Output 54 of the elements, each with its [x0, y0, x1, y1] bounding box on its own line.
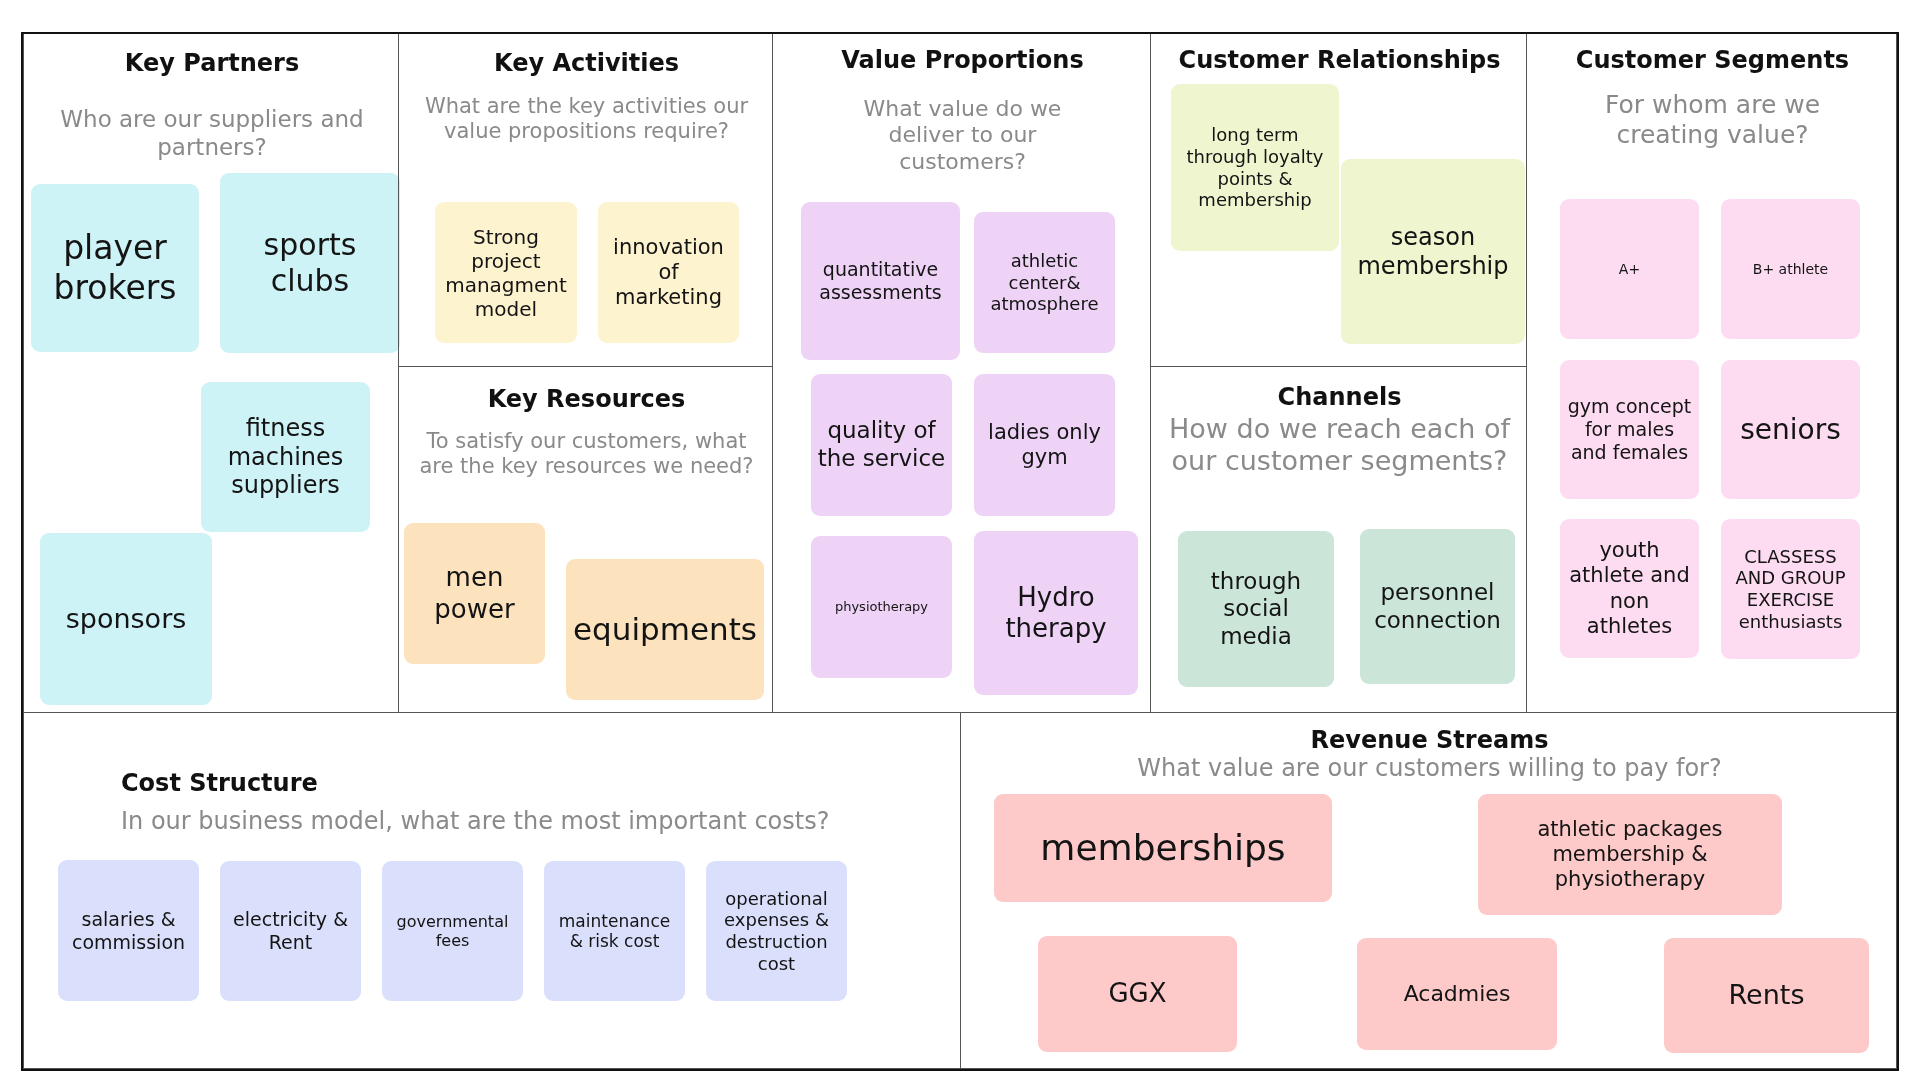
sticky-note: maintenance & risk cost [544, 861, 685, 1001]
sticky-note: operational expenses & destruction cost [706, 861, 847, 1001]
section-heading: Customer Relationships [1177, 46, 1502, 74]
sticky-note: innovation of marketing [598, 202, 739, 343]
sticky-note: memberships [994, 794, 1332, 902]
sticky-note: B+ athlete [1721, 199, 1860, 339]
sticky-note: ladies only gym [974, 374, 1115, 516]
sticky-note: sponsors [40, 533, 212, 705]
sticky-note: personnel connection [1360, 529, 1515, 684]
section-heading: Cost Structure [121, 769, 318, 797]
section-heading: Value Proportions [840, 46, 1085, 74]
sticky-note: men power [404, 523, 545, 664]
sticky-note: Rents [1664, 938, 1869, 1053]
sticky-note: physiotherapy [811, 536, 952, 678]
sticky-note: athletic center& atmosphere [974, 212, 1115, 353]
sticky-note: athletic packages membership & physiotherapy [1478, 794, 1782, 915]
section-heading: Revenue Streams [1309, 726, 1550, 754]
canvas-section [960, 712, 1897, 1069]
sticky-note: electricity & Rent [220, 861, 361, 1001]
sticky-note: A+ [1560, 199, 1699, 339]
sticky-note: season membership [1341, 159, 1525, 344]
sticky-note: CLASSESS AND GROUP EXERCISE enthusiasts [1721, 519, 1860, 659]
section-question: Who are our suppliers and partners? [59, 106, 365, 162]
sticky-note: quality of the service [811, 374, 952, 516]
sticky-note: GGX [1038, 936, 1237, 1052]
canvas-section [23, 33, 399, 713]
sticky-note: player brokers [31, 184, 199, 352]
sticky-note: governmental fees [382, 861, 523, 1001]
section-heading: Customer Segments [1574, 46, 1851, 74]
sticky-note: fitness machines suppliers [201, 382, 370, 532]
sticky-note: long term through loyalty points & membership [1171, 84, 1339, 251]
sticky-note: through social media [1178, 531, 1334, 687]
sticky-note: gym concept for males and females [1560, 360, 1699, 499]
sticky-note: salaries & commission [58, 860, 199, 1001]
sticky-note: sports clubs [220, 173, 400, 353]
section-question: To satisfy our customers, what are the key resources we need? [418, 429, 755, 480]
section-question: How do we reach each of our customer segments? [1168, 413, 1512, 478]
section-heading: Key Partners [123, 49, 301, 77]
sticky-note: quantitative assessments [801, 202, 960, 360]
section-question: What value are our customers willing to pay for? [1136, 754, 1723, 783]
section-heading: Key Resources [486, 385, 687, 413]
section-question: What are the key activities our value propositions require? [423, 94, 750, 145]
section-question: For whom are we creating value? [1603, 90, 1822, 150]
section-heading: Channels [1276, 383, 1403, 411]
sticky-note: youth athlete and non athletes [1560, 519, 1699, 658]
canvas-section [23, 712, 961, 1069]
section-heading: Key Activities [492, 49, 681, 77]
sticky-note: Acadmies [1357, 938, 1557, 1050]
sticky-note: Strong project managment model [435, 202, 577, 343]
sticky-note: seniors [1721, 360, 1860, 499]
sticky-note: Hydro therapy [974, 531, 1138, 695]
sticky-note: equipments [566, 559, 764, 700]
section-question: In our business model, what are the most important costs? [121, 807, 831, 836]
section-question: What value do we deliver to our customers? [862, 96, 1063, 176]
